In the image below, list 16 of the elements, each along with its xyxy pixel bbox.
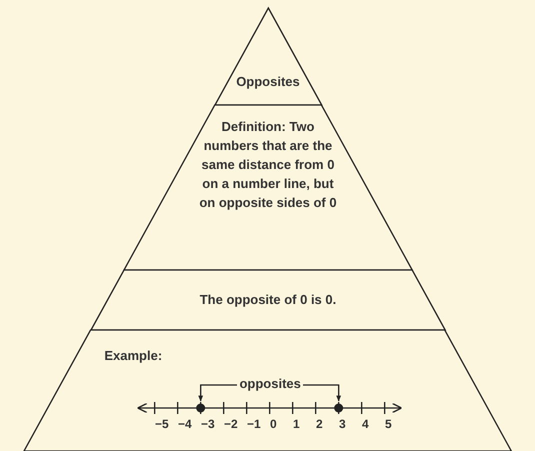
example-heading: Example: [104, 347, 164, 365]
tick-label: −3 [200, 417, 215, 431]
statement-text: The opposite of 0 is 0. [198, 291, 338, 309]
tick-label: 5 [384, 417, 392, 431]
tick-label: 0 [270, 417, 277, 431]
tier-title: Opposites [235, 73, 301, 91]
tick-label: −2 [224, 417, 238, 431]
bracket-label: opposites [237, 376, 303, 391]
tick-label: −5 [154, 417, 169, 431]
tick-label: 2 [316, 417, 323, 431]
tick-label: 4 [362, 417, 369, 431]
tick-label: 3 [338, 417, 346, 431]
tick-label: −1 [246, 417, 261, 431]
definition-text: Definition: Two numbers that are the same distance from 0 on a number line, but on opposite sides of 0 [198, 118, 337, 212]
tick-label: −4 [178, 417, 192, 431]
tick-label: 1 [292, 417, 300, 431]
